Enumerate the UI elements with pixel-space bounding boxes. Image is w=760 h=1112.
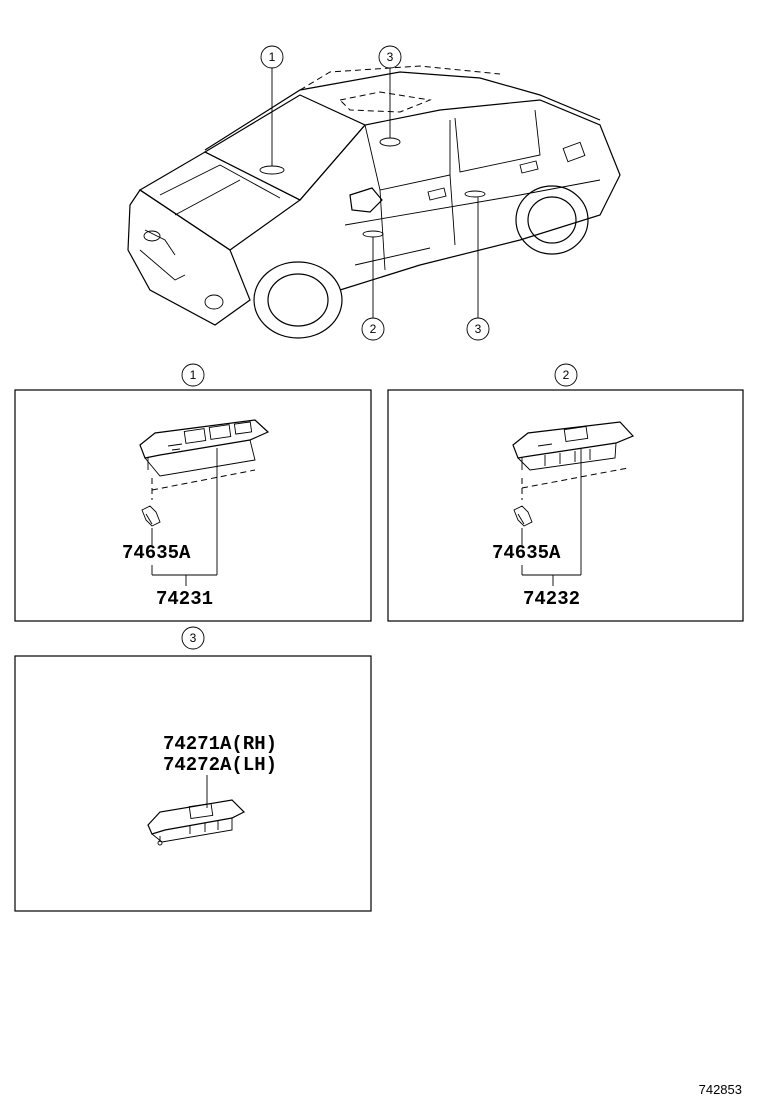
switch-part-number-74231: 74231 bbox=[156, 588, 213, 610]
switch-part-number-rh: 74271A(RH) bbox=[163, 733, 277, 755]
svg-text:1: 1 bbox=[269, 50, 276, 64]
master-switch-drawing bbox=[139, 419, 270, 500]
clip-drawing-2 bbox=[513, 505, 533, 527]
svg-text:3: 3 bbox=[190, 631, 197, 645]
callout-3-panel: 3 bbox=[181, 626, 205, 650]
clip-part-number-2: 74635A bbox=[492, 542, 561, 564]
passenger-switch-drawing bbox=[512, 421, 635, 500]
callout-3-car-rear: 3 bbox=[466, 317, 490, 341]
switch-part-number-lh: 74272A(LH) bbox=[163, 754, 277, 776]
callout-3-car-top: 3 bbox=[378, 45, 402, 69]
figure-reference-number: 742853 bbox=[699, 1082, 742, 1097]
panel-1-frame bbox=[14, 389, 372, 622]
callout-2-panel: 2 bbox=[554, 363, 578, 387]
svg-text:2: 2 bbox=[563, 368, 570, 382]
svg-text:1: 1 bbox=[190, 368, 197, 382]
callout-2-car: 2 bbox=[361, 317, 385, 341]
callout-1-car: 1 bbox=[260, 45, 284, 69]
panel-2-leaders bbox=[521, 448, 582, 586]
clip-drawing-1 bbox=[141, 505, 161, 527]
panel-2-frame bbox=[387, 389, 744, 622]
car-illustration bbox=[127, 65, 621, 339]
rear-switch-drawing bbox=[147, 775, 246, 846]
callout-1-panel: 1 bbox=[181, 363, 205, 387]
clip-part-number-1: 74635A bbox=[122, 542, 191, 564]
panel-3-frame bbox=[14, 655, 372, 912]
svg-text:2: 2 bbox=[370, 322, 377, 336]
svg-text:3: 3 bbox=[387, 50, 394, 64]
switch-part-number-74232: 74232 bbox=[523, 588, 580, 610]
svg-text:3: 3 bbox=[475, 322, 482, 336]
panel-1-leaders bbox=[151, 448, 218, 586]
